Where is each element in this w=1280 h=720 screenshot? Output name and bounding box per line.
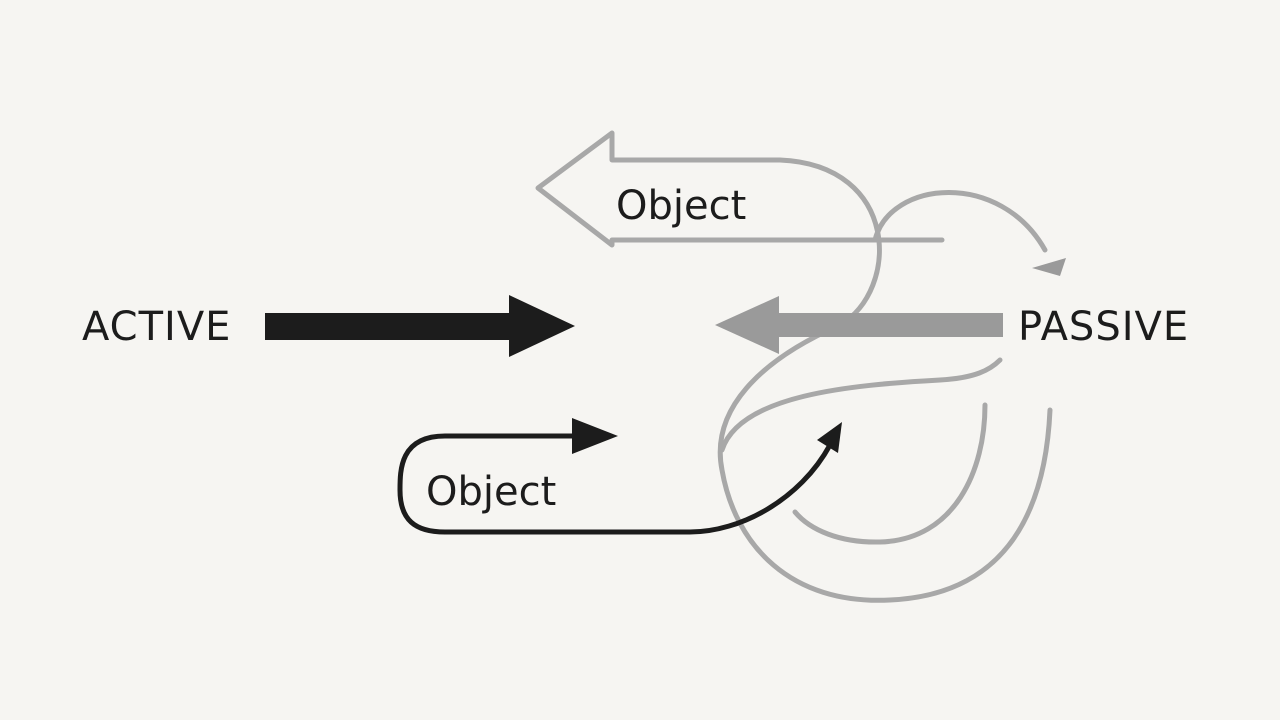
passive-swirl-outer: [609, 157, 1053, 603]
passive-swirl-inner: [719, 357, 1003, 453]
object-top-hollow-arrow: [535, 130, 615, 248]
passive-hook: [792, 402, 988, 545]
passive-top-loop-arrowhead: [1032, 258, 1066, 276]
passive-top-loop: [872, 190, 1048, 253]
object-top-label: Object: [616, 183, 746, 229]
object-bottom-arrowhead-right: [817, 422, 842, 453]
active-label: ACTIVE: [82, 304, 231, 350]
active-arrow: [265, 295, 575, 357]
passive-label: PASSIVE: [1018, 304, 1189, 350]
object-bottom-arrowhead-left: [572, 418, 618, 454]
object-bottom-label: Object: [426, 469, 556, 515]
object-bottom-curve: [397, 418, 842, 535]
passive-arrow: [715, 296, 1003, 354]
passive-curves: [609, 157, 1053, 603]
